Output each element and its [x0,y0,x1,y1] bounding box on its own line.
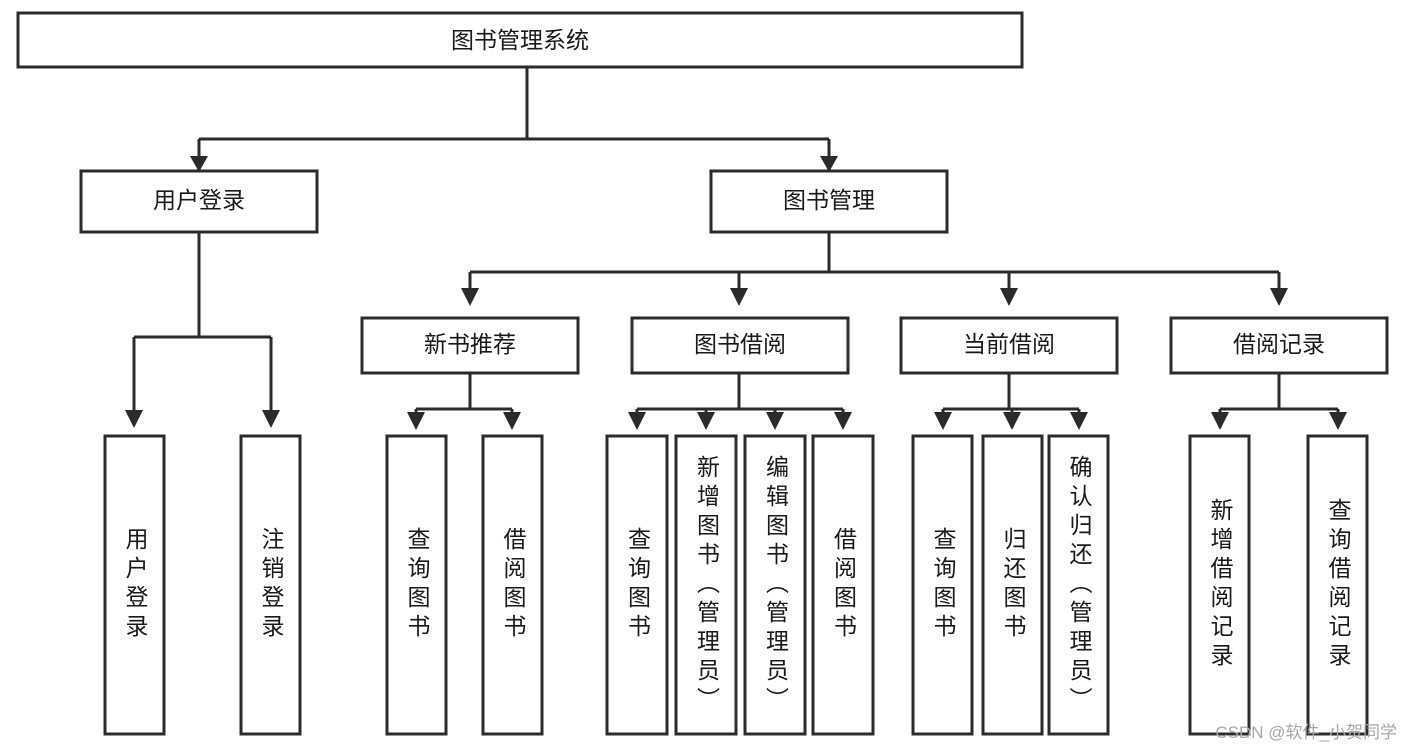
node-leaf5-box[interactable] [605,434,669,736]
node-borrow-box[interactable] [630,316,850,375]
connector-layer [125,67,1347,430]
node-records-label: 借阅记录 [1233,331,1325,357]
node-leaf4-box[interactable] [481,434,544,736]
node-leaf10-box[interactable] [981,434,1044,736]
arrowhead-current [1000,288,1018,306]
node-borrow[interactable]: 图书借阅 [630,316,850,375]
node-bookmgmt-label: 图书管理 [783,187,875,213]
arrowhead-leaf6 [697,412,715,430]
node-bookmgmt-box[interactable] [709,169,949,234]
node-newbook-box[interactable] [360,316,580,375]
arrowhead-leaf7 [766,412,784,430]
leaf-node-group [103,434,1369,736]
node-login-label: 用户登录 [153,187,245,213]
arrowhead-leaf2 [262,410,280,428]
arrowhead-leaf1 [125,410,143,428]
node-login-box[interactable] [79,169,319,234]
node-records-box[interactable] [1169,316,1389,375]
node-current[interactable]: 当前借阅 [899,316,1119,375]
arrowhead-leaf12 [1211,412,1229,430]
arrowhead-records [1270,288,1288,306]
arrowhead-newbook [461,288,479,306]
node-leaf13-box[interactable] [1306,434,1369,736]
csdn-watermark: CSDN @软件_小贺同学 [1215,723,1397,742]
arrowhead-bookmgmt [820,156,838,172]
node-current-label: 当前借阅 [963,331,1055,357]
arrowhead-leaf5 [628,412,646,430]
arrowhead-borrow [730,288,748,306]
arrowhead-leaf10 [1003,412,1021,430]
node-newbook-label: 新书推荐 [424,331,516,357]
arrowhead-leaf11 [1070,412,1088,430]
node-bookmgmt[interactable]: 图书管理 [709,169,949,234]
node-borrow-label: 图书借阅 [694,331,786,357]
node-leaf12-box[interactable] [1188,434,1251,736]
node-leaf9-box[interactable] [911,434,974,736]
node-newbook[interactable]: 新书推荐 [360,316,580,375]
arrowhead-login [190,156,208,172]
node-leaf8-box[interactable] [811,434,875,736]
node-leaf11-box[interactable] [1047,434,1110,736]
node-login[interactable]: 用户登录 [79,169,319,234]
arrowhead-leaf4 [503,412,521,430]
node-leaf2-box[interactable] [239,434,302,736]
node-leaf7-box[interactable] [743,434,807,736]
node-leaf3-box[interactable] [385,434,448,736]
arrowhead-leaf3 [407,412,425,430]
node-root-box[interactable] [16,11,1024,69]
arrowhead-leaf8 [834,412,852,430]
node-leaf1-box[interactable] [103,434,166,736]
node-leaf6-box[interactable] [674,434,738,736]
node-root-label: 图书管理系统 [451,27,589,53]
arrowhead-leaf9 [934,412,952,430]
node-records[interactable]: 借阅记录 [1169,316,1389,375]
node-root[interactable]: 图书管理系统 [16,11,1024,69]
node-current-box[interactable] [899,316,1119,375]
arrowhead-leaf13 [1329,412,1347,430]
